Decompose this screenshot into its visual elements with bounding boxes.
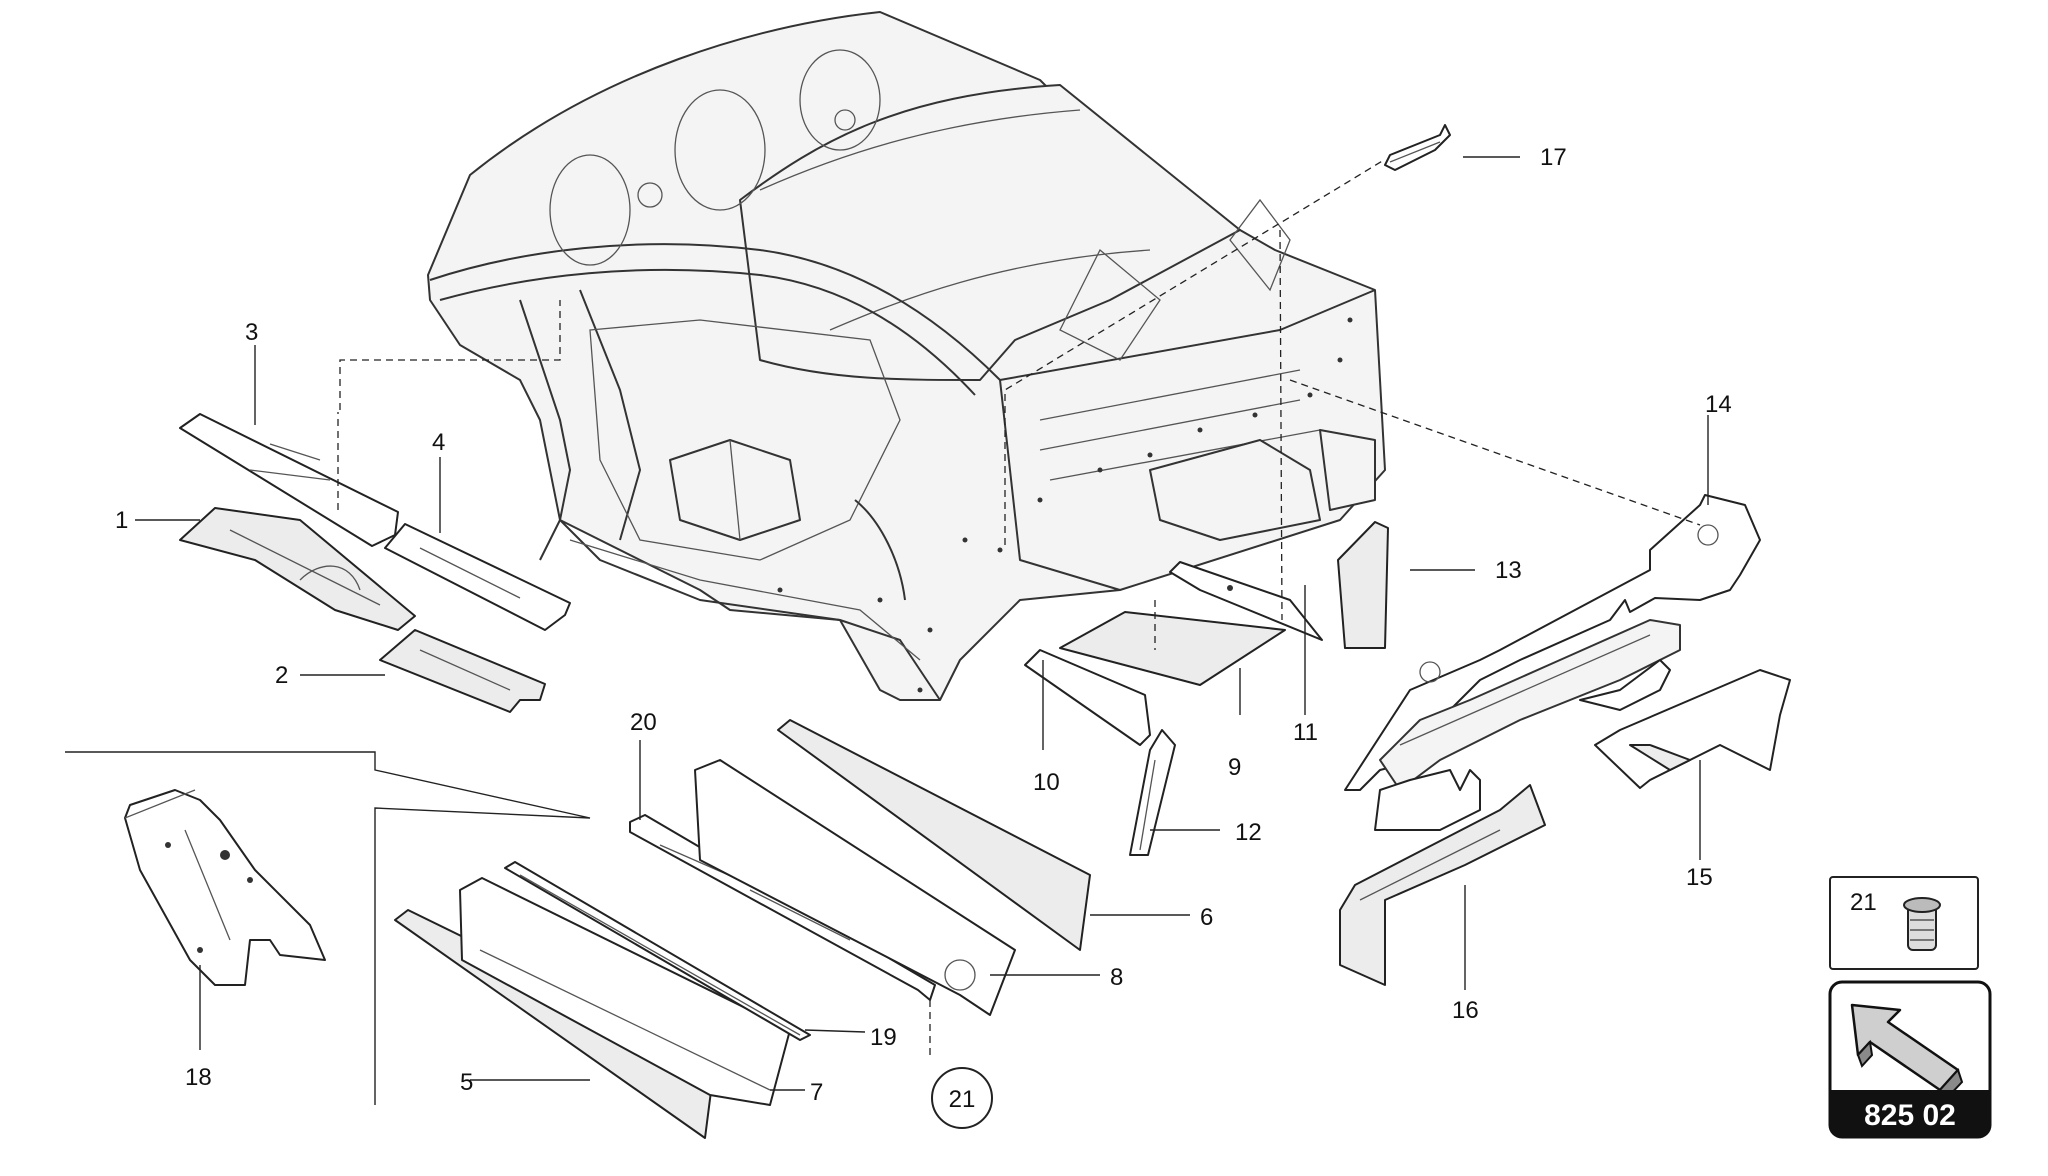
callout-2: 2 [275,662,288,689]
legend-part-21: 21 [1829,876,1979,970]
callout-1: 1 [115,507,128,534]
part-9-panel [1059,611,1286,686]
part-3-insulation-panel [179,413,399,547]
leader-lines [135,156,1709,1091]
part-18-bracket [124,789,326,986]
callout-labels: 1 2 3 4 5 6 7 8 9 10 11 12 13 14 15 16 1… [115,144,1732,1106]
part-11-panel [1169,561,1323,641]
callout-7: 7 [810,1079,823,1106]
page-reference-code: 825 02 [1864,1099,1956,1132]
callout-8: 8 [1110,964,1123,991]
part-19-sill-bracket [504,861,811,1041]
alignment-lines [337,159,1701,1060]
vehicle-body-shell [427,11,1386,701]
part-13-panel [1337,521,1389,649]
part-12-strip [1129,729,1176,856]
callout-4: 4 [432,429,445,456]
callout-14: 14 [1705,391,1732,418]
part-4-insulation-panel [384,523,571,631]
part-15-shield [1594,669,1791,789]
rivet-nut-icon [1903,897,1941,951]
callout-10: 10 [1033,769,1060,796]
callout-6: 6 [1200,904,1213,931]
page-reference-button[interactable]: 825 02 [1828,980,1992,1139]
part-1-floor-tray [179,507,416,631]
part-6-rocker-cover [777,719,1091,951]
part-7-sill-trim [459,877,791,1106]
part-17-clip [1384,124,1451,171]
legend-part-number: 21 [1850,889,1877,916]
part-10-panel [1024,649,1151,746]
callout-16: 16 [1452,997,1479,1024]
callout-12: 12 [1235,819,1262,846]
part-14-heat-shield [1344,494,1761,831]
callout-17: 17 [1540,144,1567,171]
part-2-floor-mat [379,629,546,713]
callout-21: 21 [949,1086,976,1113]
callout-5: 5 [460,1069,473,1096]
callout-21-circle: 21 [931,1067,993,1129]
part-16-shield [1339,784,1546,986]
callout-9: 9 [1228,754,1241,781]
callout-15: 15 [1686,864,1713,891]
callout-3: 3 [245,319,258,346]
inset-frame [65,751,591,1105]
callout-18: 18 [185,1064,212,1091]
callout-19: 19 [870,1024,897,1051]
callout-11: 11 [1293,719,1318,746]
callout-13: 13 [1495,557,1522,584]
part-8-rocker-panel [694,759,1016,1016]
callout-20: 20 [630,709,657,736]
